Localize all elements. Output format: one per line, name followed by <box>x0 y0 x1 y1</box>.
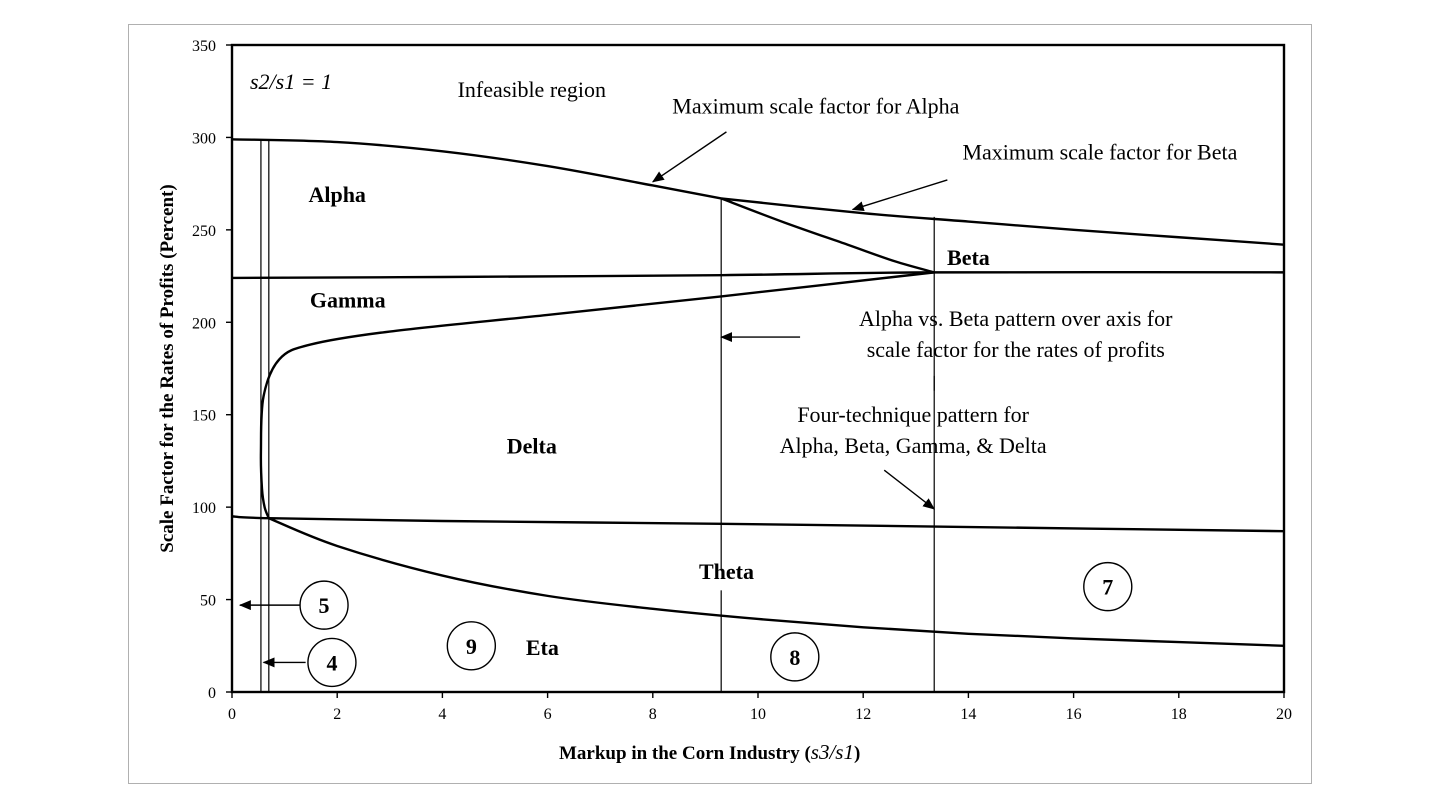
x-tick-label: 12 <box>855 706 871 723</box>
y-tick-label: 350 <box>192 38 216 55</box>
x-tick-label: 6 <box>544 706 552 723</box>
y-axis-label: Scale Factor for the Rates of Profits (P… <box>157 184 178 552</box>
curve-gamma-delta <box>259 271 935 519</box>
x-tick-label: 18 <box>1171 706 1187 723</box>
region-number-label: 4 <box>326 650 337 675</box>
y-tick-label: 200 <box>192 315 216 332</box>
x-tick-label: 10 <box>750 706 766 723</box>
region-label: Beta <box>947 245 990 270</box>
x-axis-label-math: s3/s1 <box>811 740 854 764</box>
ratio-label: s2/s1 = 1 <box>250 69 332 94</box>
region-number-label: 9 <box>466 634 477 659</box>
annotation-label: Maximum scale factor for Beta <box>962 140 1237 165</box>
curve-theta-eta <box>268 517 1285 647</box>
annotation-arrow <box>651 131 727 183</box>
y-tick-label: 300 <box>192 130 216 147</box>
four-technique-pattern-arrow <box>883 469 935 510</box>
annotation-label: Maximum scale factor for Alpha <box>672 93 959 118</box>
x-axis-label-text: Markup in the Corn Industry ( <box>559 743 811 764</box>
four-technique-pattern-label: Alpha, Beta, Gamma, & Delta <box>780 433 1047 458</box>
region-label: Infeasible region <box>458 77 606 102</box>
x-tick-label: 2 <box>333 706 341 723</box>
region-number-circle <box>446 621 497 671</box>
region-number-label: 8 <box>789 645 800 670</box>
y-tick-label: 0 <box>208 685 216 702</box>
x-axis-label-close: ) <box>854 743 860 764</box>
x-tick-label: 8 <box>649 706 657 723</box>
curve-delta-theta <box>231 515 1285 533</box>
region-number-circle <box>1083 561 1133 612</box>
alpha-beta-pattern-label: Alpha vs. Beta pattern over axis for <box>859 306 1173 331</box>
x-axis-label: Markup in the Corn Industry (s3/s1) <box>559 740 860 764</box>
region-label: Alpha <box>308 182 365 207</box>
curve-alpha-beta <box>720 197 935 274</box>
x-tick-label: 16 <box>1066 706 1082 723</box>
region-number-label: 5 <box>319 593 330 618</box>
x-tick-label: 0 <box>228 706 236 723</box>
y-tick-label: 100 <box>192 500 216 517</box>
x-tick-label: 4 <box>438 706 446 723</box>
region-number-circle <box>770 632 820 682</box>
region-label: Gamma <box>310 287 386 312</box>
curve-beta-max <box>721 197 1285 246</box>
y-tick-label: 250 <box>192 223 216 240</box>
region-label: Eta <box>526 635 559 660</box>
region-label: Theta <box>699 559 754 584</box>
series-lines <box>231 138 1285 692</box>
alpha-beta-pattern-label: scale factor for the rates of profits <box>867 337 1165 362</box>
y-tick-label: 50 <box>200 593 216 610</box>
annotation-arrow <box>851 179 948 212</box>
x-tick-label: 20 <box>1276 706 1292 723</box>
y-tick-label: 150 <box>192 408 216 425</box>
region-number-circle <box>307 637 357 688</box>
region-number-label: 7 <box>1102 575 1113 600</box>
region-label: Delta <box>507 434 557 459</box>
curve-gamma-top <box>231 270 1285 280</box>
curve-alpha-max <box>231 138 722 200</box>
four-technique-pattern-label: Four-technique pattern for <box>797 402 1029 427</box>
x-tick-label: 14 <box>960 706 976 723</box>
